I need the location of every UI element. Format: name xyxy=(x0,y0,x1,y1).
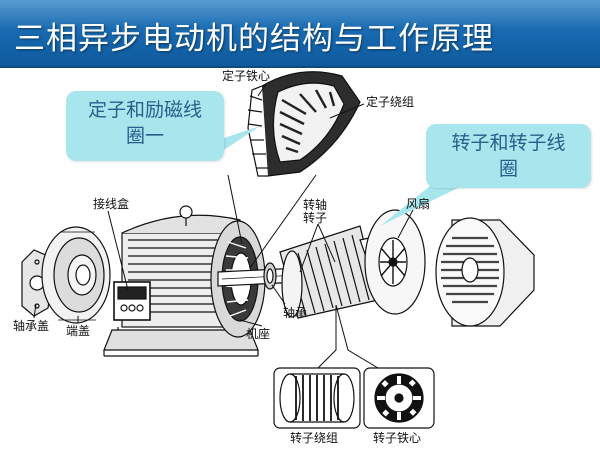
rotor-part xyxy=(279,225,397,319)
fan-part xyxy=(364,209,426,315)
label-bearing-cap: 轴承盖 xyxy=(13,318,49,333)
rotor-callout-line1: 转子和转子线 xyxy=(451,132,566,154)
label-bearing: 轴承 xyxy=(283,305,307,320)
label-rotor: 转子 xyxy=(303,210,327,225)
label-fan: 风扇 xyxy=(406,196,430,211)
end-cover-part xyxy=(41,226,111,324)
label-stator-winding: 定子绕组 xyxy=(366,94,414,109)
stator-callout-line1: 定子和励磁线 xyxy=(87,99,202,121)
label-shaft: 转轴 xyxy=(303,197,327,212)
rotor-core-detail xyxy=(363,367,435,429)
motor-exploded-diagram: 定子铁心 定子绕组 接线盒 转轴 转子 风扇 轴承盖 端盖 轴承 机座 转子绕组… xyxy=(13,68,535,445)
label-rotor-core: 转子铁心 xyxy=(373,430,421,445)
stator-callout-line2: 圈一 xyxy=(125,125,164,147)
label-frame: 机座 xyxy=(246,326,270,341)
stator-detail-view xyxy=(247,71,361,177)
bearing-part xyxy=(263,262,277,290)
title-bar: 三相异步电动机的结构与工作原理 xyxy=(0,0,600,68)
leader-lines xyxy=(33,83,414,369)
label-junction-box: 接线盒 xyxy=(93,196,129,211)
stator-callout-pointer xyxy=(224,126,260,150)
rotor-callout-line2: 圈 xyxy=(498,158,518,180)
rotor-winding-detail xyxy=(273,367,361,429)
label-stator-core: 定子铁心 xyxy=(222,68,270,83)
page-title: 三相异步电动机的结构与工作原理 xyxy=(14,21,494,57)
label-rotor-winding: 转子绕组 xyxy=(290,430,338,445)
fan-cover-part xyxy=(435,217,535,327)
rotor-callout-pointer xyxy=(380,178,462,226)
stator-callout: 定子和励磁线 圈一 xyxy=(66,91,224,161)
label-end-cover: 端盖 xyxy=(66,324,90,338)
rotor-callout: 转子和转子线 圈 xyxy=(426,124,591,188)
